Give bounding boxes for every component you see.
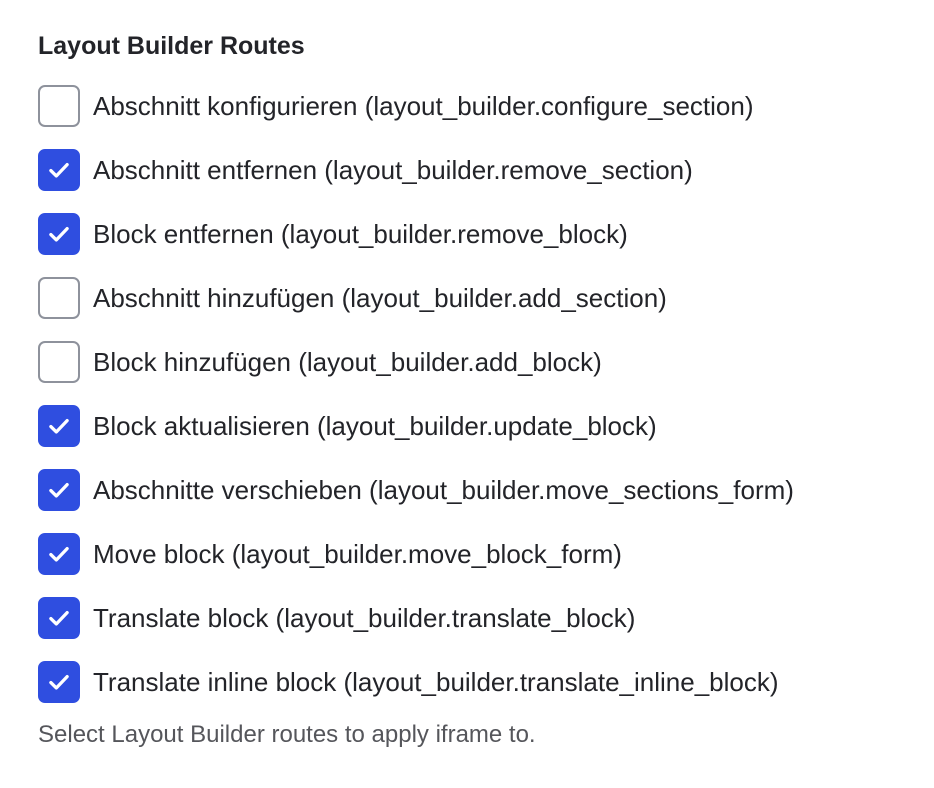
route-checkbox[interactable] bbox=[38, 405, 80, 447]
route-option-label: Move block (layout_builder.move_block_fo… bbox=[93, 539, 622, 569]
route-option-label: Abschnitt hinzufügen (layout_builder.add… bbox=[93, 283, 667, 313]
route-option[interactable]: Block hinzufügen (layout_builder.add_blo… bbox=[38, 340, 918, 384]
route-checkbox[interactable] bbox=[38, 661, 80, 703]
checkmark-icon bbox=[49, 546, 69, 562]
route-option[interactable]: Abschnitt hinzufügen (layout_builder.add… bbox=[38, 276, 918, 320]
route-checkbox[interactable] bbox=[38, 213, 80, 255]
route-option-label: Abschnitt konfigurieren (layout_builder.… bbox=[93, 91, 754, 121]
route-option[interactable]: Block aktualisieren (layout_builder.upda… bbox=[38, 404, 918, 448]
route-option-label: Block aktualisieren (layout_builder.upda… bbox=[93, 411, 657, 441]
route-checkbox[interactable] bbox=[38, 341, 80, 383]
route-option-label: Block entfernen (layout_builder.remove_b… bbox=[93, 219, 628, 249]
route-checkbox[interactable] bbox=[38, 469, 80, 511]
route-option[interactable]: Abschnitt entfernen (layout_builder.remo… bbox=[38, 148, 918, 192]
route-checkbox[interactable] bbox=[38, 149, 80, 191]
checkmark-icon bbox=[49, 418, 69, 434]
checkmark-icon bbox=[49, 162, 69, 178]
checkmark-icon bbox=[49, 482, 69, 498]
route-option[interactable]: Abschnitt konfigurieren (layout_builder.… bbox=[38, 84, 918, 128]
route-checkbox[interactable] bbox=[38, 533, 80, 575]
route-checkbox[interactable] bbox=[38, 85, 80, 127]
layout-builder-routes-group: Layout Builder Routes Abschnitt konfigur… bbox=[38, 28, 918, 748]
group-description: Select Layout Builder routes to apply if… bbox=[38, 721, 536, 748]
route-option-label: Abschnitte verschieben (layout_builder.m… bbox=[93, 475, 794, 505]
checkmark-icon bbox=[49, 674, 69, 690]
route-option-label: Translate inline block (layout_builder.t… bbox=[93, 667, 779, 697]
route-option-label: Abschnitt entfernen (layout_builder.remo… bbox=[93, 155, 693, 185]
route-option-label: Block hinzufügen (layout_builder.add_blo… bbox=[93, 347, 602, 377]
checkmark-icon bbox=[49, 226, 69, 242]
route-option[interactable]: Translate block (layout_builder.translat… bbox=[38, 596, 918, 640]
checkmark-icon bbox=[49, 610, 69, 626]
route-option[interactable]: Block entfernen (layout_builder.remove_b… bbox=[38, 212, 918, 256]
route-checkbox[interactable] bbox=[38, 597, 80, 639]
route-option[interactable]: Move block (layout_builder.move_block_fo… bbox=[38, 532, 918, 576]
route-option-label: Translate block (layout_builder.translat… bbox=[93, 603, 636, 633]
route-option[interactable]: Abschnitte verschieben (layout_builder.m… bbox=[38, 468, 918, 512]
route-option[interactable]: Translate inline block (layout_builder.t… bbox=[38, 660, 918, 704]
group-title: Layout Builder Routes bbox=[38, 32, 305, 60]
route-checkbox[interactable] bbox=[38, 277, 80, 319]
